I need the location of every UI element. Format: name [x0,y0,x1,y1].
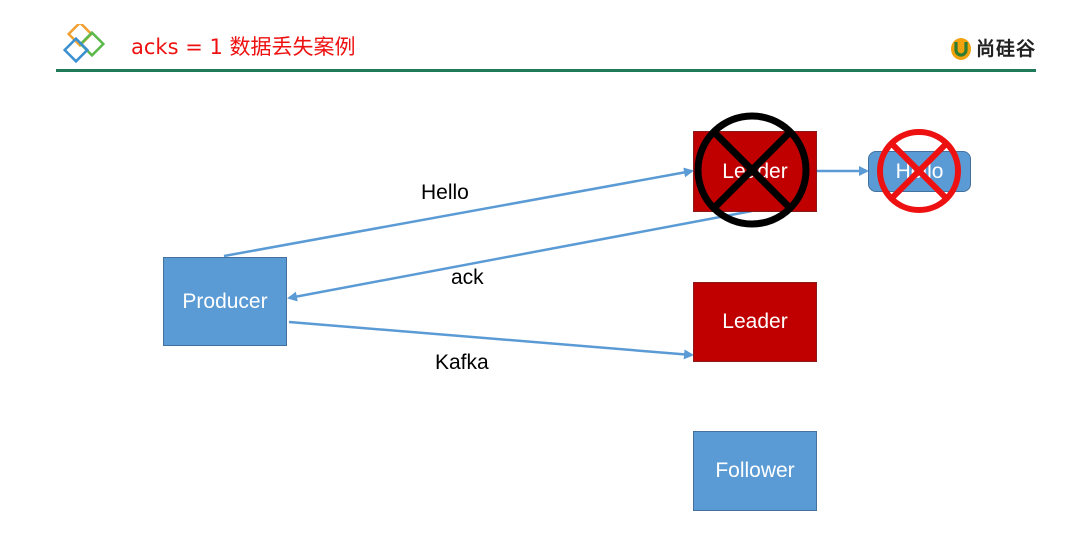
edge-label-hello: Hello [421,181,469,204]
brand-u-icon [950,37,971,60]
producer-node: Producer [163,257,287,346]
edge-label-ack: ack [451,266,484,289]
edge-label-kafka: Kafka [435,351,489,374]
follower-node: Follower [693,431,817,511]
message-lost-cross-icon [877,129,961,213]
brand-name: 尚硅谷 [975,38,1036,60]
edge-ack-to-producer [287,209,753,302]
edge-producer-to-leader [223,167,694,258]
header-rule [56,69,1036,72]
new-leader-node: Leader [693,282,817,362]
page-title: acks = 1 数据丢失案例 [131,35,356,59]
brand: 尚硅谷 [950,34,1036,61]
leader-failure-cross-icon [694,112,810,228]
header: acks = 1 数据丢失案例 尚硅谷 [0,0,1092,80]
diamonds-logo-icon [62,24,106,64]
edge-producer-to-new-leader [288,320,694,360]
